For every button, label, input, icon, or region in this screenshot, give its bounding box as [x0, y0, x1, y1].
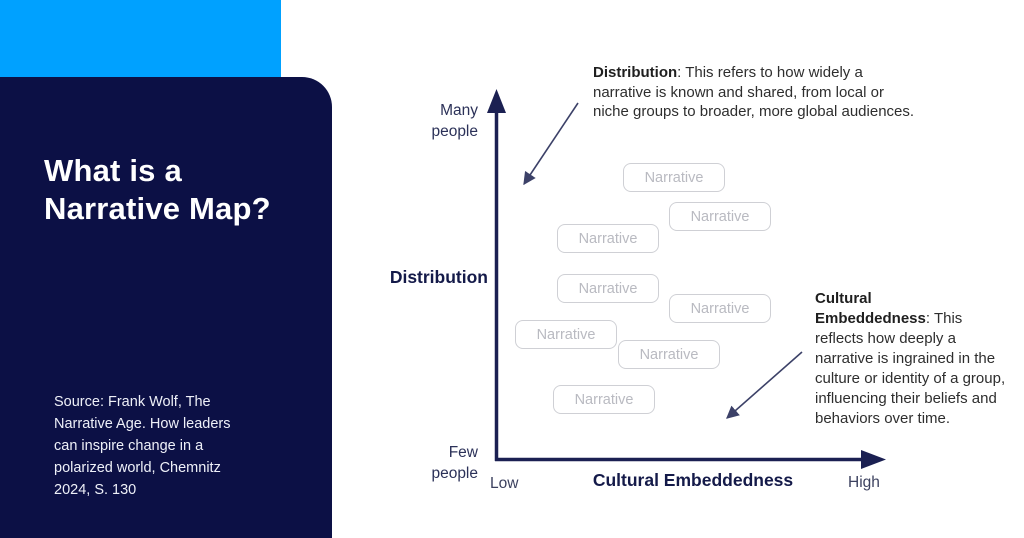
y-axis-top-label: Many people	[431, 102, 478, 140]
x-axis-right-label: High	[848, 474, 880, 491]
cultural-annotation-arrow	[726, 351, 803, 419]
x-axis-left-label: Low	[490, 475, 519, 492]
distribution-annotation-arrow	[523, 102, 579, 186]
x-axis-title: Cultural Embeddedness	[592, 470, 794, 490]
narrative-node: Narrative	[623, 163, 725, 192]
narrative-node: Narrative	[618, 340, 720, 369]
distribution-annotation-term: Distribution	[593, 64, 678, 81]
distribution-annotation-text: : This refers to how widely a narrative …	[593, 64, 915, 120]
narrative-node: Narrative	[669, 294, 771, 323]
narrative-node: Narrative	[669, 202, 771, 231]
cultural-annotation: Cultural Embeddedness: This reflects how…	[815, 289, 1007, 429]
source-citation: Source: Frank Wolf, The Narrative Age. H…	[54, 393, 231, 498]
x-axis-arrowhead	[861, 450, 886, 469]
narrative-node: Narrative	[557, 224, 659, 253]
narrative-node: Narrative	[557, 274, 659, 303]
cultural-annotation-term: Cultural Embeddedness	[815, 290, 926, 327]
y-axis-title: Distribution	[389, 267, 488, 287]
narrative-node: Narrative	[553, 385, 655, 414]
distribution-annotation: Distribution: This refers to how widely …	[593, 63, 923, 122]
accent-rectangle	[0, 0, 281, 77]
y-axis-bottom-label: Few people	[431, 444, 478, 482]
narrative-node: Narrative	[515, 320, 617, 349]
title-panel	[0, 77, 332, 538]
cultural-annotation-text: : This reflects how deeply a narrative i…	[815, 310, 1006, 427]
y-axis-arrowhead	[487, 89, 506, 113]
page-title: What is a Narrative Map?	[44, 152, 271, 226]
